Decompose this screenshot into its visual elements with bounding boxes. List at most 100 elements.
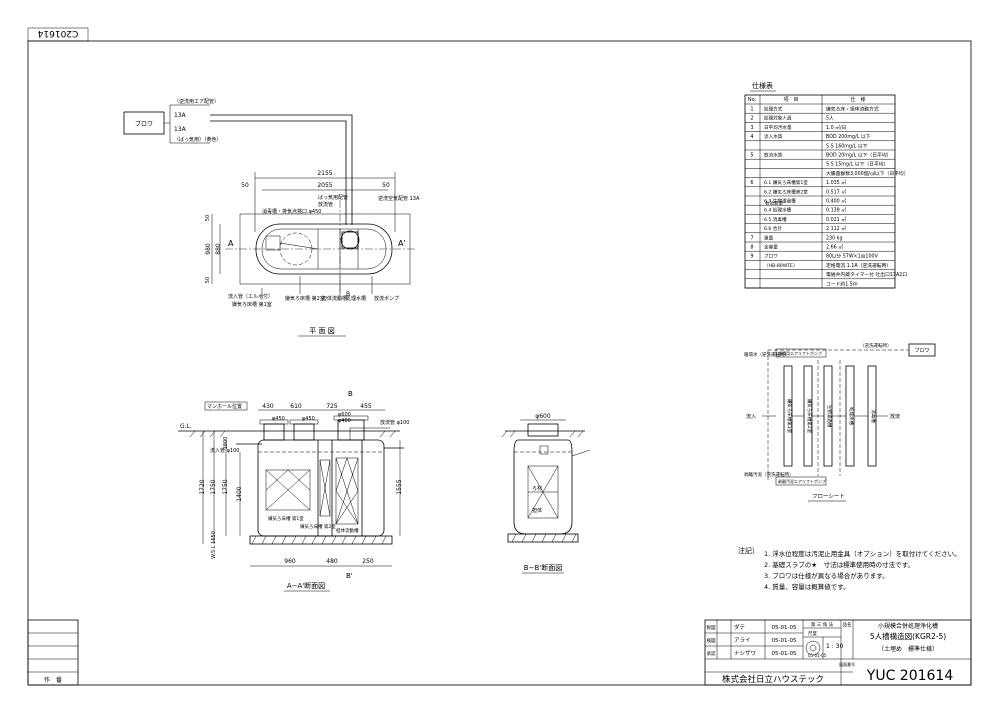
bb-label-carrier: 担体 [532,507,542,514]
spec-header-item: 項 目 [783,97,798,103]
flow-tank-label: 処理水槽 [848,407,855,425]
plan-callout-bottom-3: 嫌気ろ床槽 第2室 [285,295,325,302]
plan-callout-top-1: 消毒槽・排気点検口 φ450 [262,208,321,215]
plan-blower-label: ブロワ [135,120,153,128]
aa-dim-left-1: 1720 [199,479,206,494]
spec-cell-value: 0.400 ㎥ [826,198,846,205]
aa-dim-phi-3: φ600 [338,412,351,418]
plan-callout-bottom-6: 放流ポンプ [374,295,399,302]
aa-view-title: A−A'断面図 [287,581,325,590]
tb-row-role: 製図 [707,624,716,631]
spec-cell-item: （HB-80WTE） [764,263,798,269]
spec-cell-value: S S 160mg/L 以下 [826,143,868,149]
spec-cell-item: 6.1 嫌気ろ床槽第1室 [764,179,808,186]
corner-sheet-code: C201614 [37,28,78,38]
aa-dim-right: 1555 [396,479,403,494]
spec-cell-value: 電磁弁内蔵タイマー付 吐出口13A2口 [826,271,907,278]
tb-name-line-3: （土埋め 標準仕様） [878,645,938,653]
aa-dim-left-5: 1800 [223,437,229,450]
aa-inlet-label: 流入管 φ100 [210,447,239,454]
note-item-1: 1. 浮水位程度は汚泥止用金具（オプション）を取付けてください。 [764,549,961,558]
flow-tank-label: 生物濾過槽 [826,405,833,428]
tb-row-date: 05-01-05 [772,651,797,657]
aa-outlet-label: 放流管 φ100 [380,419,409,426]
spec-cell-no: 4 [750,134,753,140]
tb-scale-label: 尺度 [808,630,817,637]
tb-row-person: ダテ [734,623,746,631]
spec-cell-item: ブロワ [764,253,778,260]
bb-base-slab [507,533,579,543]
aa-label-chamber-3: 担体流動槽 [336,527,359,534]
plan-dim-height-inner: 880 [215,243,222,255]
plan-view-title: 平 面 図 [309,327,334,335]
plan-section-a-prime: A' [398,239,406,248]
aa-dim-bottom-1: 960 [284,558,296,565]
tb-projection-symbol [805,640,821,656]
spec-cell-value: 80L/分 57W×1台100V [826,253,879,260]
aa-dim-left-3: 1750 [222,479,229,494]
tb-date-stamp: 05-01-05 [808,653,827,658]
aa-dim-top-3: 725 [326,403,338,410]
notes-heading: 注記） [738,546,759,555]
plan-callout-bottom-1: 流入管（エルボ付） [228,293,273,300]
spec-header-no: No. [748,97,757,103]
spec-cell-item: 流入水質 [764,133,783,140]
flow-inflow-label: 流入 [746,413,756,420]
tb-drawing-number: YUC 201614 [866,668,954,684]
spec-group-label: 有効容量 [765,200,783,207]
spec-cell-no: 2 [750,116,753,122]
spec-cell-value: 嫌気ろ床・担体流動方式 [826,106,879,113]
spec-cell-no: 1 [750,107,753,113]
spec-cell-value: 大腸菌群数3,000個/㎤以下（日平均） [826,170,909,177]
tb-row-role: 検図 [707,637,716,644]
aa-dim-bottom-3: 250 [362,558,374,565]
spec-cell-item: 6.2 嫌気ろ床槽第2室 [764,188,808,195]
tb-row-date: 05-01-05 [772,638,797,644]
spec-cell-no: 6 [750,180,753,186]
revision-block: 作 番 [27,619,79,686]
spec-cell-no: 3 [750,125,753,131]
plan-callout-bottom-5: 処理水槽 [346,295,366,302]
spec-title: 仕様表 [752,81,773,90]
spec-cell-value: 2.66 ㎥ [826,244,843,251]
aa-dim-phi-4: φ400 [338,418,351,424]
aa-base-slab [249,535,393,545]
spec-cell-item: 処理対象人員 [764,115,792,122]
section-bb-view: φ600 ろ材 担体 B−B'断面図 [501,413,591,574]
flow-tank-label: 嫌気ろ床槽第1室 [786,399,793,434]
spec-cell-item: 日平均汚水量 [764,124,792,131]
spec-cell-value: BOD 20mg/L 以下（日平均） [826,152,891,159]
tb-row-person: アライ [734,637,751,644]
plan-dim-inner: 2055 [317,182,332,189]
notes-block: 注記） 1. 浮水位程度は汚泥止用金具（オプション）を取付けてください。 2. … [738,546,961,591]
flow-tank-box [867,365,877,467]
spec-cell-no: 9 [750,254,753,260]
bb-dim-top: φ600 [535,413,551,420]
plan-dim-height: 980 [205,243,212,255]
spec-cell-value: 0.139 ㎥ [826,207,846,214]
spec-cell-value: コード約1.5m [826,280,858,287]
spec-cell-no: 5 [750,153,753,159]
plan-pipe-label-3: 13A [174,126,187,133]
plan-manhole-2 [340,230,360,250]
plan-dim-right: 50 [382,182,390,189]
aa-dim-left-2: 1750 [210,479,217,494]
flow-tank-label: 消毒槽 [870,409,877,423]
spec-cell-item: 6.4 処理水槽 [764,207,792,214]
flow-blower-label: ブロワ [914,347,929,354]
aa-dim-phi-1: φ450 [272,416,285,422]
plan-section-b: B [346,291,350,298]
section-aa-view: G.L. 430 610 725 455 φ450 φ450 φ600 φ400… [178,390,409,592]
spec-cell-value: 0.517 ㎥ [826,188,846,195]
plan-callout-top-3: 放流管 [318,201,333,208]
flow-pump-top: 循環用エアリフトポンプ [778,350,822,356]
spec-cell-item: 全容量 [764,244,778,251]
tb-row-date: 05-01-05 [772,625,797,631]
tb-drawing-no-label: 図面番号 [839,661,855,667]
aa-dim-top-1: 430 [262,403,274,410]
aa-dim-left-4: 1400 [236,486,243,501]
spec-cell-value: S S 15mg/L 以下（日平均） [826,161,888,168]
spec-cell-value: 1.035 ㎥ [826,179,846,186]
spec-cell-item: 6.5 消毒槽 [764,216,787,223]
